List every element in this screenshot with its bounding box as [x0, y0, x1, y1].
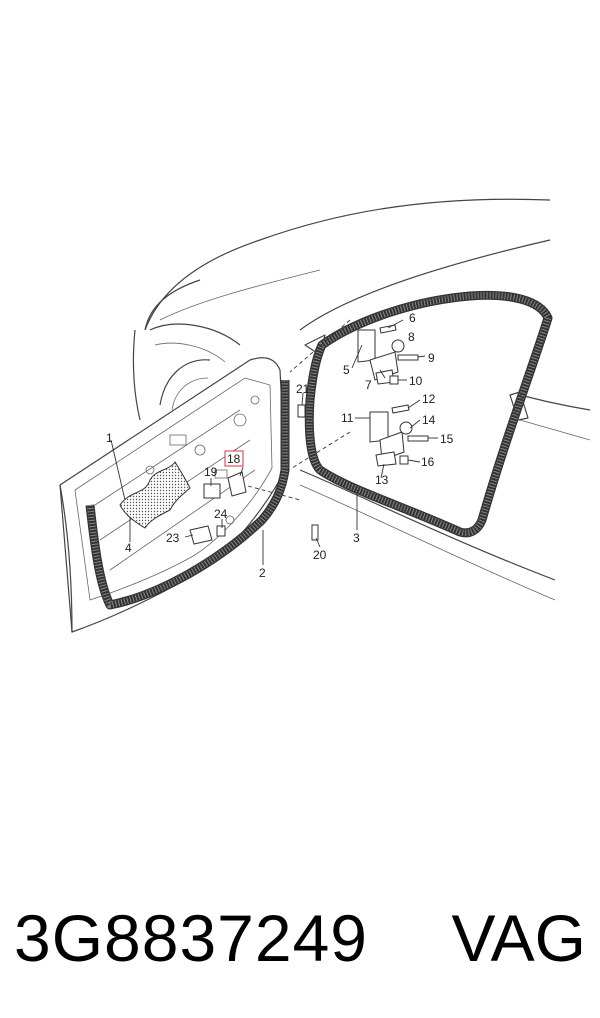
- callout-6: 6: [409, 311, 416, 325]
- lower-hinge-group: [369, 404, 429, 467]
- callout-8: 8: [408, 330, 415, 344]
- brand-label: VAG: [451, 901, 586, 975]
- callout-11: 11: [341, 411, 354, 425]
- upper-hinge-group: [357, 324, 419, 385]
- footer: 3G8837249 VAG: [0, 888, 600, 988]
- callout-20: 20: [313, 548, 327, 562]
- callout-14: 14: [422, 413, 436, 427]
- callout-19: 19: [204, 465, 218, 479]
- door-check-parts: [189, 404, 319, 545]
- callouts: 1 2 3 4 5 6 7 8 9 10 11 12 13 14 15 16 1…: [106, 311, 454, 580]
- callout-18-highlight: [224, 450, 244, 467]
- callout-23: 23: [166, 531, 180, 545]
- callout-15: 15: [440, 432, 454, 446]
- callout-7: 7: [365, 378, 372, 392]
- callout-12: 12: [422, 392, 436, 406]
- callout-24: 24: [214, 507, 228, 521]
- callout-21: 21: [296, 382, 310, 396]
- exploded-parts-diagram: 1 2 3 4 5 6 7 8 9 10 11 12 13 14 15 16 1…: [59, 198, 591, 633]
- callout-2: 2: [259, 566, 266, 580]
- body-door-seal: [304, 290, 553, 538]
- callout-3: 3: [353, 531, 360, 545]
- callout-10: 10: [409, 374, 423, 388]
- callout-9: 9: [428, 351, 435, 365]
- part-number: 3G8837249: [14, 901, 368, 975]
- callout-5: 5: [343, 363, 350, 377]
- callout-1: 1: [106, 431, 113, 445]
- callout-18: 18: [227, 452, 241, 466]
- callout-13: 13: [375, 473, 389, 487]
- callout-16: 16: [421, 455, 435, 469]
- leader-lines: [110, 319, 438, 565]
- door-seal: [85, 380, 290, 610]
- door-insulation-mat: [119, 461, 191, 529]
- callout-4: 4: [125, 541, 132, 555]
